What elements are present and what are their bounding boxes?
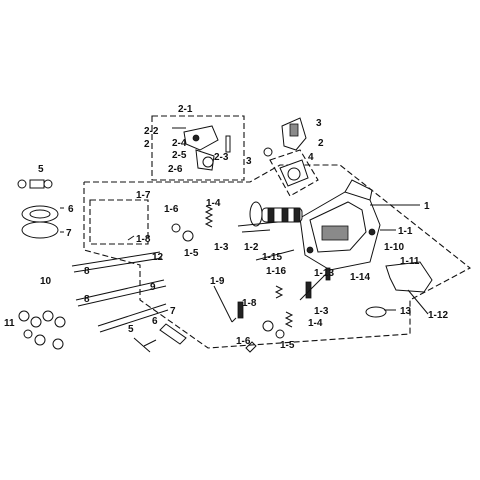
callout-1-5b: 1-5 [280,340,295,351]
callout-2-2: 2-2 [144,126,159,137]
callout-1-8: 1-8 [136,234,151,245]
callout-2-4: 2-4 [172,138,187,149]
cylinder-head [299,179,381,271]
box-2 [151,115,245,181]
callout-12: 12 [152,252,164,263]
sprocket-part [279,159,309,187]
callout-4: 4 [308,152,314,163]
callout-2-3: 2-3 [214,152,229,163]
callout-1-4b: 1-4 [308,318,323,329]
callout-1-1: 1-1 [398,226,413,237]
callout-1-7: 1-7 [136,190,151,201]
camshaft [249,201,303,227]
callout-1-16: 1-16 [266,266,286,277]
tappets [18,310,66,350]
callout-7b: 7 [170,306,176,317]
left-top-parts [17,179,59,239]
callout-labels: 1 1-1 1-2 1-3 1-3 1-4 1-4 1-5 1-5 1-6 1-… [4,104,448,351]
callout-1-4: 1-4 [206,198,221,209]
box-4 [269,149,319,197]
callout-1-11: 1-11 [400,256,420,267]
callout-13: 13 [400,306,412,317]
gasket-part [133,323,187,353]
callout-1-9: 1-9 [210,276,225,287]
callout-3b: 3 [246,156,252,167]
callout-1-6b: 1-6 [236,336,251,347]
callout-10: 10 [40,276,52,287]
callout-1-10: 1-10 [384,242,404,253]
callout-1-14: 1-14 [350,272,370,283]
callout-1-8b: 1-8 [242,298,257,309]
bracket-part [365,261,433,318]
valve-parts [171,205,331,353]
callout-1-3: 1-3 [214,242,229,253]
callout-3: 3 [316,118,322,129]
callout-6b: 6 [152,316,158,327]
callout-7: 7 [66,228,72,239]
callout-8b: 8 [84,294,90,305]
callout-2-6: 2-6 [168,164,183,175]
box-1-7 [89,199,149,245]
callout-9: 9 [150,282,156,293]
callout-6: 6 [68,204,74,215]
callout-2b: 2 [318,138,324,149]
callout-1-5: 1-5 [184,248,199,259]
callout-2-5: 2-5 [172,150,187,161]
sensor-part [263,117,307,157]
callout-1-13: 1-13 [314,268,334,279]
rods [71,221,295,333]
callout-2-1: 2-1 [178,104,193,115]
callout-1-15: 1-15 [262,252,282,263]
rocker-assembly [172,125,231,171]
callout-1: 1 [424,201,430,212]
callout-5b: 5 [128,324,134,335]
callout-1-12: 1-12 [428,310,448,321]
leader-lines [60,204,429,315]
callout-5: 5 [38,164,44,175]
callout-1-6: 1-6 [164,204,179,215]
callout-8: 8 [84,266,90,277]
callout-1-3b: 1-3 [314,306,329,317]
callout-11: 11 [4,318,15,329]
callout-2: 2 [144,139,150,150]
callout-1-2: 1-2 [244,242,259,253]
